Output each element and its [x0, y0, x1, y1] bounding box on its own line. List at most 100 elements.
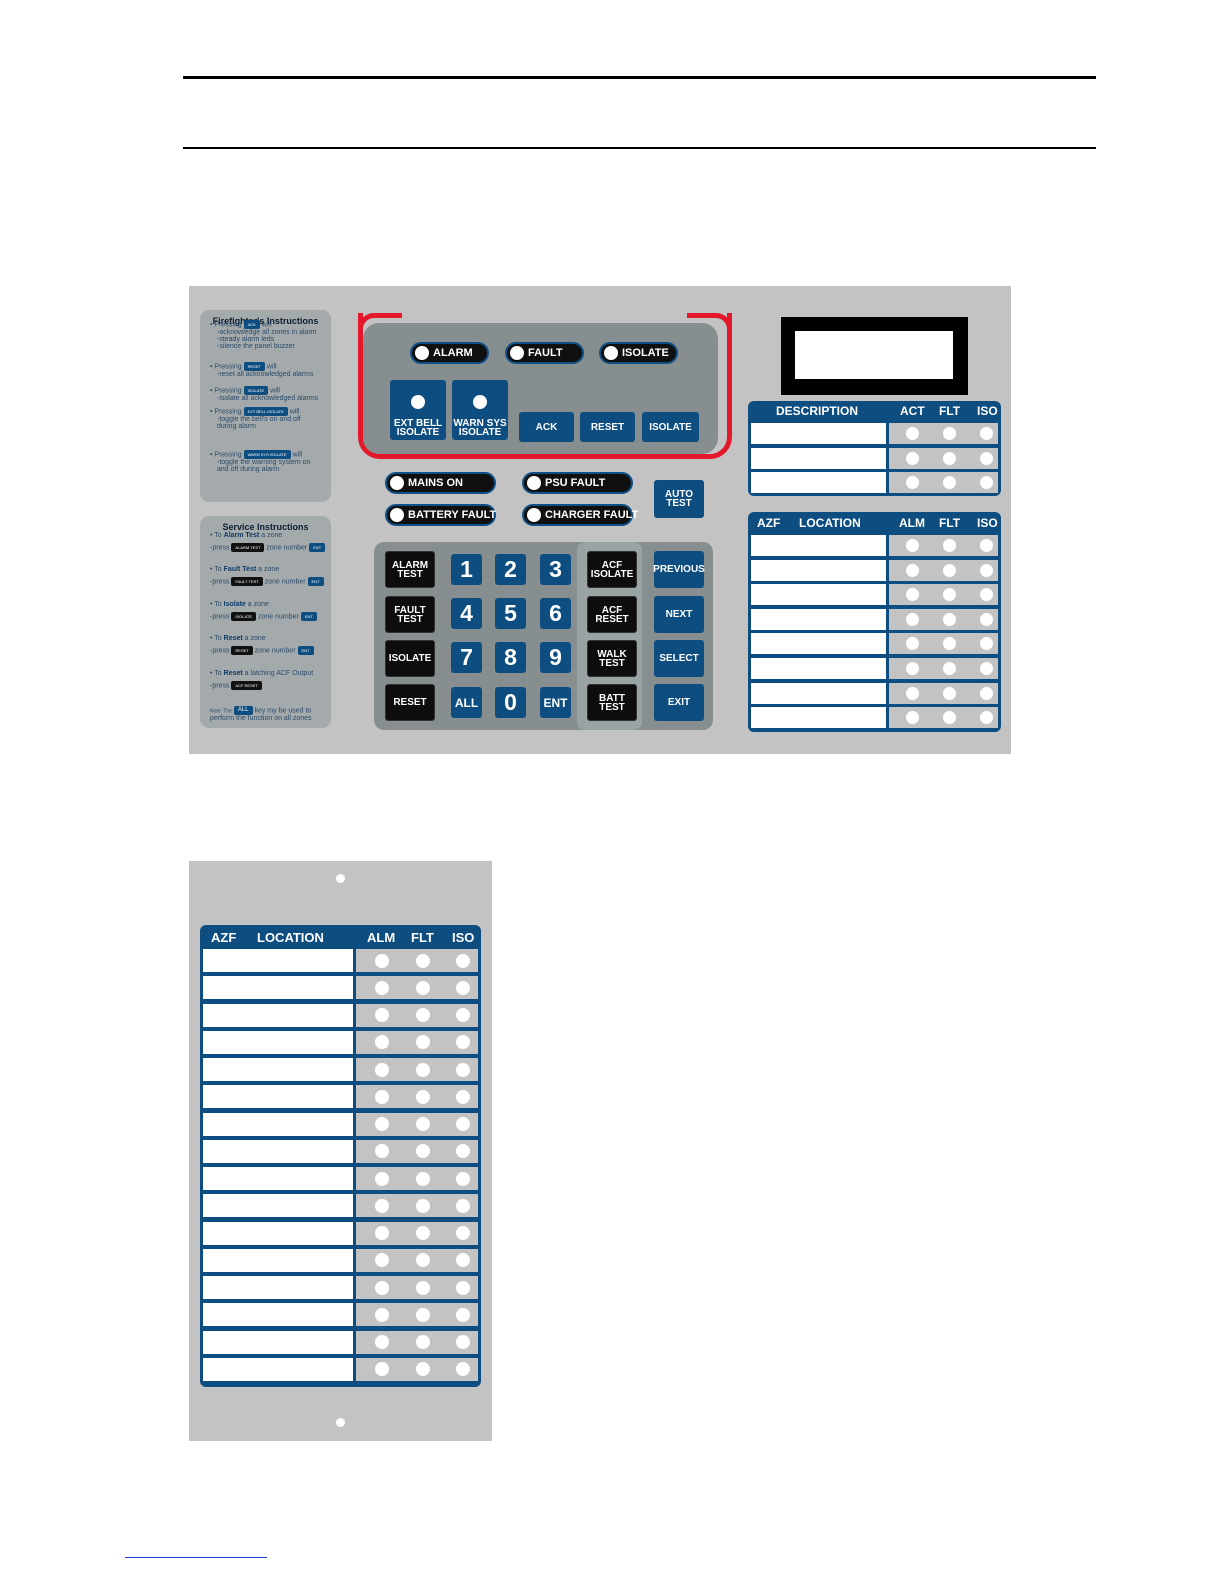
- label-cell: [751, 633, 886, 655]
- flt-led: [416, 1226, 430, 1240]
- table-row: [200, 1330, 481, 1354]
- key-5[interactable]: 5: [495, 598, 526, 629]
- flt-led: [943, 476, 956, 489]
- label-cell: [751, 472, 886, 493]
- key-3[interactable]: 3: [540, 554, 571, 585]
- label-cell: [203, 1003, 353, 1027]
- iso-led: [980, 588, 993, 602]
- label-cell: [203, 1030, 353, 1054]
- service-instruction: • To Isolate a zone-press ISOLATE zone n…: [210, 601, 317, 621]
- battery-fault-led: [390, 508, 404, 522]
- iso-led: [456, 1008, 470, 1022]
- label-cell: [203, 1139, 353, 1163]
- lcd-screen: [795, 331, 953, 379]
- alm-led: [906, 637, 919, 651]
- iso-led: [980, 662, 993, 675]
- table-row: [200, 1003, 481, 1027]
- label-cell: [203, 1357, 353, 1381]
- status-red-bezel: [358, 313, 732, 459]
- label-cell: [751, 707, 886, 729]
- expansion-zone-table: AZF LOCATION ALM FLT ISO: [200, 925, 481, 1387]
- table-row: [200, 1248, 481, 1272]
- iso-led: [456, 1117, 470, 1131]
- previous-key[interactable]: PREVIOUS: [653, 551, 705, 588]
- table-row: [200, 1303, 481, 1327]
- iso-led: [980, 476, 993, 489]
- table-row: [748, 682, 1001, 704]
- alm-led: [375, 1117, 389, 1131]
- select-key[interactable]: SELECT: [654, 640, 704, 677]
- reset-button[interactable]: RESET: [580, 412, 635, 442]
- table-row: [748, 559, 1001, 581]
- alm-led: [375, 1280, 389, 1295]
- key-7[interactable]: 7: [451, 642, 482, 673]
- fault-indicator: FAULT: [505, 342, 584, 364]
- iso-led: [456, 1198, 470, 1213]
- key-6[interactable]: 6: [540, 598, 571, 629]
- alm-header: ALM: [367, 930, 396, 945]
- key-all[interactable]: ALL: [451, 687, 482, 718]
- flt-led: [943, 612, 956, 626]
- key-9[interactable]: 9: [540, 642, 571, 673]
- service-instructions-title: Service Instructions: [222, 522, 309, 532]
- flt-led: [416, 980, 430, 995]
- mini-ent-key: ENT: [300, 612, 317, 621]
- service-instructions-card: Service Instructions • To Alarm Test a z…: [200, 516, 331, 728]
- isolate-button[interactable]: ISOLATE: [642, 412, 699, 442]
- key-1[interactable]: 1: [451, 554, 482, 585]
- key-2[interactable]: 2: [495, 554, 526, 585]
- mini-ent-key: ENT: [297, 646, 314, 655]
- second-rule: [183, 147, 1096, 149]
- top-rule: [183, 76, 1096, 79]
- flt-led: [416, 1198, 430, 1213]
- iso-led: [456, 980, 470, 995]
- table-row: [200, 1194, 481, 1218]
- table-row: [200, 1058, 481, 1081]
- alm-led: [375, 1253, 389, 1268]
- flt-led: [416, 1144, 430, 1159]
- label-cell: [203, 1194, 353, 1218]
- label-cell: [203, 949, 353, 972]
- label-cell: [203, 1112, 353, 1136]
- key-0[interactable]: 0: [495, 687, 526, 718]
- key-4[interactable]: 4: [451, 598, 482, 629]
- table-row: [200, 1030, 481, 1054]
- firefighter-instruction: • Pressing EXT BELL ISOLATE will-toggle …: [210, 407, 301, 430]
- label-cell: [203, 1330, 353, 1354]
- ext-bell-led: [411, 395, 425, 409]
- mini-key: ALARM TEST: [231, 543, 265, 552]
- ack-button[interactable]: ACK: [519, 412, 574, 442]
- label-cell: [751, 559, 886, 581]
- firefighter-instruction: • Pressing ACK will-acknowledge all zone…: [210, 320, 317, 350]
- key-8[interactable]: 8: [495, 642, 526, 673]
- label-cell: [203, 976, 353, 1000]
- alm-led: [906, 563, 919, 577]
- flt-led: [416, 1253, 430, 1268]
- isolate-key[interactable]: ISOLATE: [385, 640, 435, 677]
- zone-table: AZF LOCATION ALM FLT ISO: [748, 512, 1001, 732]
- flt-led: [416, 1089, 430, 1104]
- next-key[interactable]: NEXT: [654, 596, 704, 633]
- label-cell: [751, 447, 886, 469]
- key-ent[interactable]: ENT: [540, 687, 571, 718]
- alm-led: [906, 476, 919, 489]
- label-cell: [751, 423, 886, 444]
- table-row: [748, 447, 1001, 469]
- alm-led: [375, 1008, 389, 1022]
- reset-key[interactable]: RESET: [385, 684, 435, 721]
- exit-key[interactable]: EXIT: [654, 684, 704, 721]
- iso-header: ISO: [977, 404, 998, 418]
- iso-led: [980, 427, 993, 440]
- label-cell: [203, 1303, 353, 1327]
- mains-on-indicator: MAINS ON: [385, 472, 496, 494]
- iso-led: [456, 1089, 470, 1104]
